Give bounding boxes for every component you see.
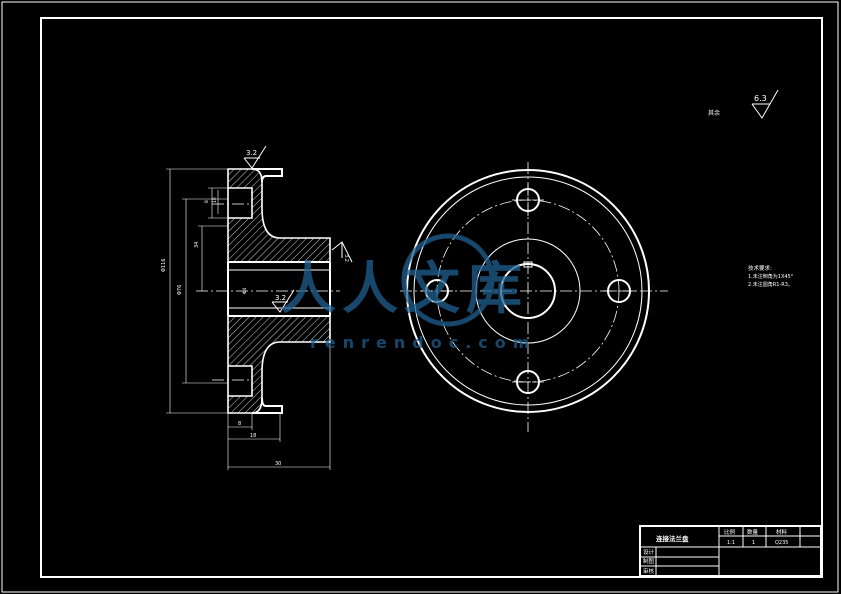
scale-label: 比例 bbox=[724, 528, 736, 536]
dim-small-2: 10 bbox=[212, 197, 218, 203]
material-label: 材料 bbox=[776, 528, 788, 536]
tech-notes: 技术要求: 1.未注倒角为1X45° 2.未注圆角R1-R3。 bbox=[748, 264, 794, 288]
dim-bolt-circle: Φ76 bbox=[177, 285, 183, 295]
dim-34: 34 bbox=[194, 242, 200, 248]
row-draw: 制图 bbox=[643, 557, 655, 565]
watermark-subtext: renrendoc.com bbox=[310, 333, 536, 352]
material-value: Q235 bbox=[775, 540, 788, 546]
global-roughness-value: 6.3 bbox=[754, 94, 767, 103]
tech-notes-title: 技术要求: bbox=[748, 264, 772, 272]
top-lip bbox=[252, 168, 283, 183]
global-roughness-note: 其余 bbox=[708, 109, 720, 117]
dim-outer-dia: Φ116 bbox=[161, 259, 167, 272]
bottom-lip bbox=[252, 397, 283, 414]
title-block: 连接法兰盘 比例 数量 材料 1:1 1 Q235 设计 制图 审核 bbox=[639, 525, 822, 577]
bore-circle bbox=[500, 263, 556, 319]
qty-label: 数量 bbox=[747, 528, 759, 536]
roughness-symbol-bore: 3.2 bbox=[271, 289, 295, 313]
svg-text:3.2: 3.2 bbox=[246, 149, 257, 157]
qty-value: 1 bbox=[752, 540, 755, 546]
scale-value: 1:1 bbox=[727, 540, 735, 546]
keyway bbox=[523, 261, 533, 268]
roughness-symbol-right: 3.2 bbox=[331, 241, 353, 263]
dim-width-8: 8 bbox=[238, 421, 241, 427]
section-view: Φ116 Φ76 34 8 10 Φ4 8 18 30 bbox=[161, 145, 353, 470]
watermark-text: 人人文库 bbox=[280, 257, 528, 322]
dim-small-1: 8 bbox=[204, 200, 210, 203]
hub-circle bbox=[475, 238, 581, 344]
tech-notes-line1: 1.未注倒角为1X45° bbox=[748, 273, 794, 280]
inner-frame bbox=[40, 17, 823, 578]
upper-flange-section bbox=[227, 168, 331, 263]
dim-width-18: 18 bbox=[250, 433, 256, 439]
watermark-ring bbox=[401, 233, 495, 327]
svg-text:3.2: 3.2 bbox=[275, 294, 286, 302]
global-roughness: 其余 6.3 bbox=[708, 89, 779, 119]
part-name: 连接法兰盘 bbox=[656, 534, 689, 543]
dim-width-30: 30 bbox=[275, 461, 281, 467]
row-design: 设计 bbox=[643, 548, 655, 556]
lower-flange-section bbox=[227, 315, 331, 414]
dim-bore: Φ4 bbox=[242, 287, 248, 294]
roughness-symbol-top: 3.2 bbox=[243, 145, 267, 169]
outer-chamfer-circle bbox=[413, 176, 643, 406]
tech-notes-line2: 2.未注圆角R1-R3。 bbox=[748, 281, 793, 288]
watermark: 人人文库 renrendoc.com bbox=[280, 233, 536, 352]
svg-text:3.2: 3.2 bbox=[343, 254, 349, 262]
row-review: 审核 bbox=[643, 567, 655, 575]
